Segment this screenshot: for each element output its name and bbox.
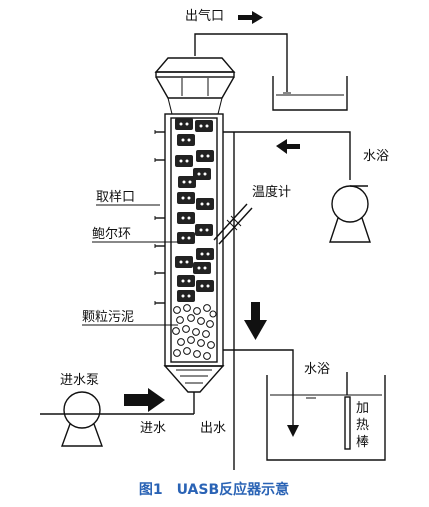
water-bath-circulation-line xyxy=(223,131,351,350)
heating-rod xyxy=(344,396,351,450)
granular-sludge-label: 颗粒污泥 xyxy=(82,310,134,325)
water-bath-flow-arrow xyxy=(276,139,300,154)
pall-ring-holes xyxy=(179,122,210,298)
gas-collection-vessel xyxy=(272,76,348,111)
inlet-water-label: 进水 xyxy=(140,421,166,436)
gas-outlet-line xyxy=(194,33,288,92)
figure-caption: 图1 UASB反应器示意 xyxy=(139,481,289,498)
pall-ring-packing xyxy=(175,118,214,302)
reactor-bottom-cone xyxy=(163,365,225,414)
inlet-flow-arrow xyxy=(124,388,165,412)
downward-flow-arrow xyxy=(244,302,267,340)
sampling-ports xyxy=(154,130,165,305)
gas-outlet-arrow xyxy=(238,11,263,24)
inlet-pump-label: 进水泵 xyxy=(60,373,99,388)
water-bath-top-label: 水浴 xyxy=(363,149,389,164)
thermometer xyxy=(213,203,253,245)
thermometer-label: 温度计 xyxy=(252,184,291,200)
outlet-water-label: 出水 xyxy=(200,421,226,436)
heating-rod-char-1: 加 xyxy=(356,401,369,416)
heating-rod-char-2: 热 xyxy=(356,418,369,433)
outlet-water-line xyxy=(223,349,294,470)
granular-sludge xyxy=(172,304,217,360)
heating-rod-label: 加 热 棒 xyxy=(356,401,373,450)
sampling-port-label: 取样口 xyxy=(96,190,135,205)
pall-ring-label: 鲍尔环 xyxy=(92,227,131,242)
heating-rod-char-3: 棒 xyxy=(356,435,369,450)
circulation-pump-icon xyxy=(329,185,371,243)
three-phase-separator xyxy=(154,57,236,115)
water-bath-bottom-label: 水浴 xyxy=(304,362,330,377)
bath-down-arrow xyxy=(287,395,299,437)
inlet-pump-icon xyxy=(61,391,103,447)
heated-water-bath xyxy=(266,372,386,461)
gas-outlet-label: 出气口 xyxy=(185,8,224,24)
